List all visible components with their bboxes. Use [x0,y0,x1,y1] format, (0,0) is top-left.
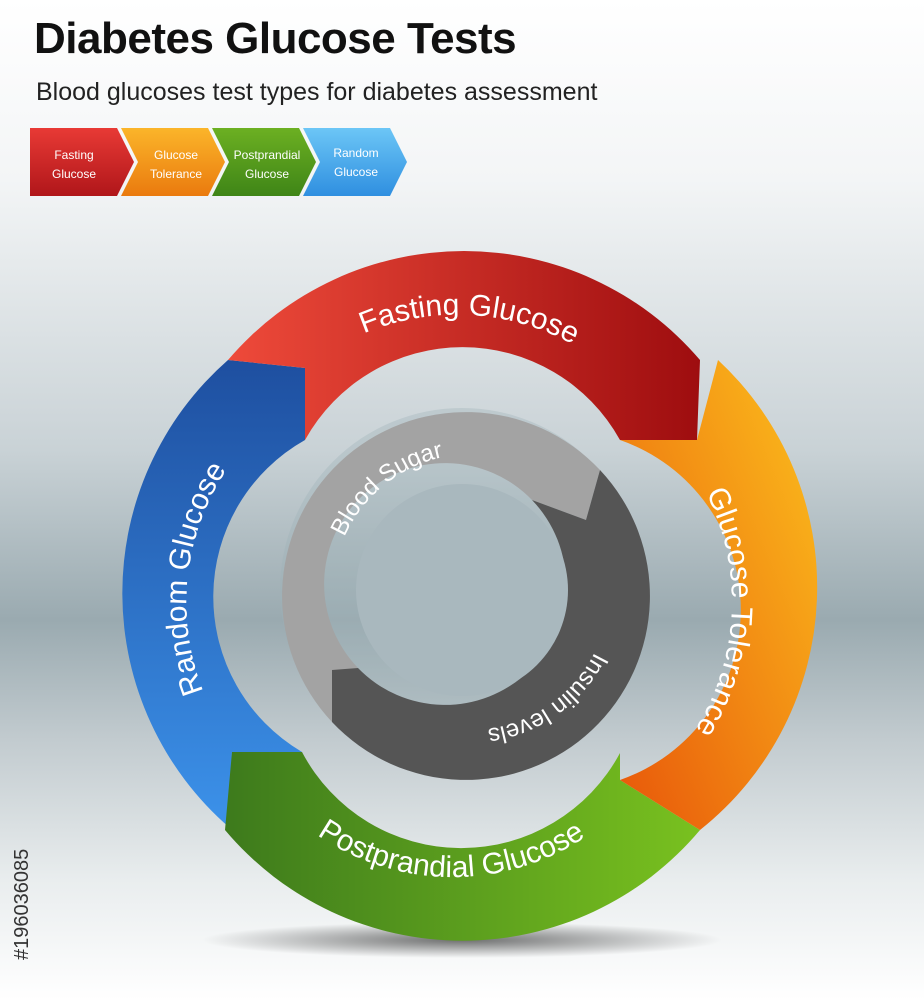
stock-id-watermark: #196036085 [11,849,33,960]
svg-text:Postprandial: Postprandial [234,148,301,162]
svg-text:Glucose: Glucose [154,148,198,162]
postprandial-glucose-segment [225,752,700,941]
page-subtitle: Blood glucoses test types for diabetes a… [36,78,598,106]
svg-text:Glucose: Glucose [334,165,378,179]
glucose-tolerance-segment [620,360,818,830]
page-title: Diabetes Glucose Tests [34,14,517,63]
svg-text:Glucose: Glucose [245,167,289,181]
legend: Fasting Glucose Glucose Tolerance Postpr… [30,128,407,196]
insulin-levels-segment [332,470,650,780]
legend-item-postprandial-glucose: Postprandial Glucose [212,128,316,196]
blood-sugar-segment [282,412,600,722]
svg-text:Glucose: Glucose [52,167,96,181]
outer-ring [122,251,818,941]
svg-text:Fasting: Fasting [54,148,93,162]
legend-item-fasting-glucose: Fasting Glucose [30,128,134,196]
svg-text:Tolerance: Tolerance [150,167,202,181]
svg-text:Random: Random [333,146,378,160]
fasting-glucose-segment [228,251,700,440]
legend-item-glucose-tolerance: Glucose Tolerance [121,128,225,196]
legend-item-random-glucose: Random Glucose [303,128,407,196]
inner-ring [280,408,650,780]
random-glucose-segment [122,360,306,828]
